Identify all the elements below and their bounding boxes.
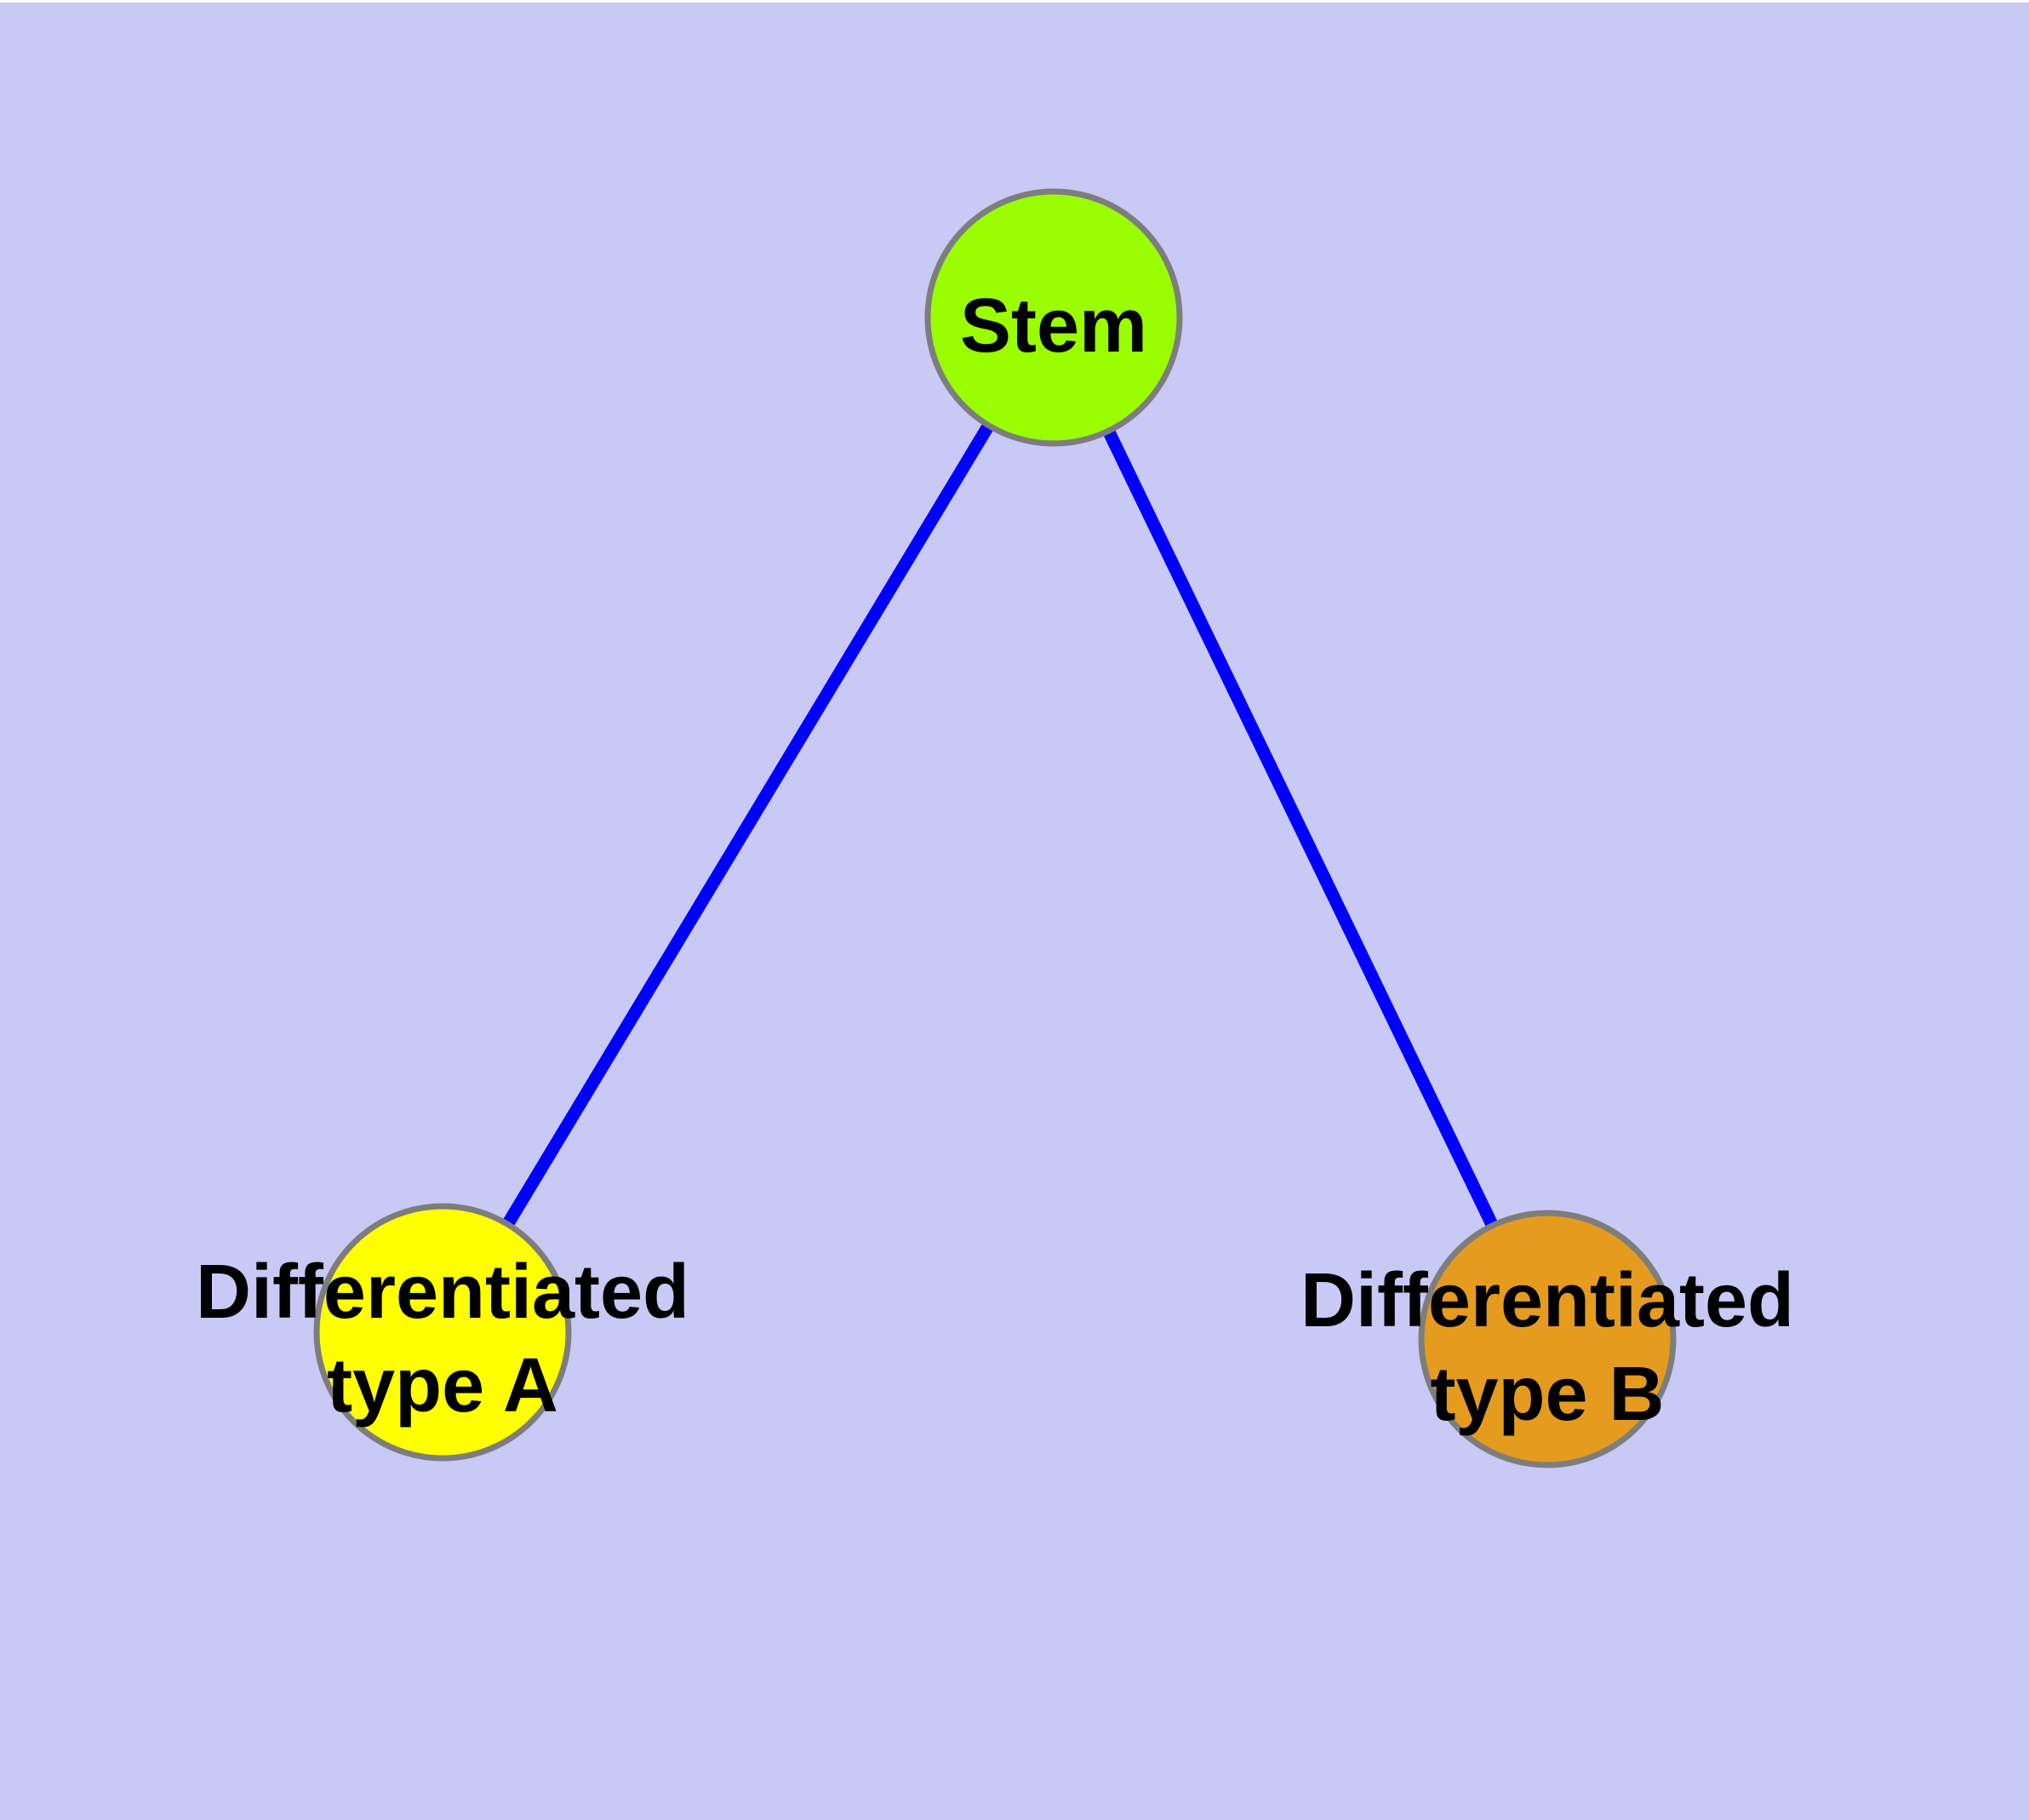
node-differentiated-type-b <box>1418 1210 1677 1468</box>
node-differentiated-type-a <box>313 1203 572 1462</box>
edge-stem-to-type-b <box>1048 314 1553 1342</box>
node-differentiated-type-b-label-line1: Differentiated <box>1300 1258 1794 1343</box>
node-differentiated-type-b-label-line2: type B <box>1430 1352 1664 1437</box>
edge-stem-to-type-a <box>437 314 1060 1336</box>
node-stem <box>924 188 1183 447</box>
node-differentiated-type-a-label-line2: type A <box>327 1343 558 1428</box>
node-stem-label: Stem <box>960 283 1147 369</box>
node-differentiated-type-a-label-line1: Differentiated <box>196 1250 689 1335</box>
